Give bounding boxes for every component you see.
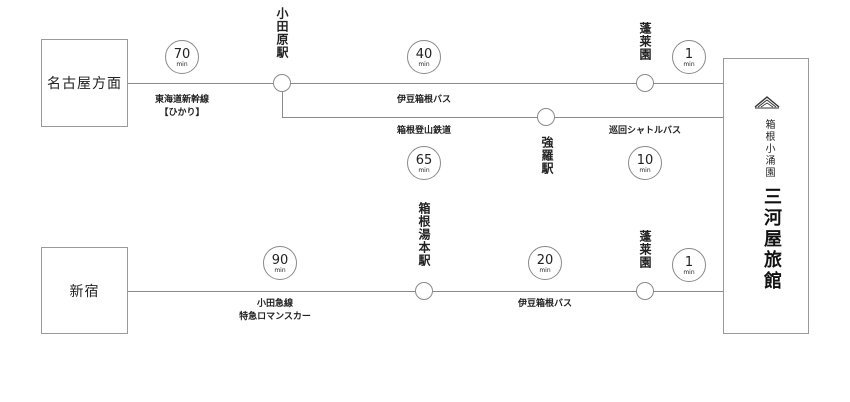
station-label-horaien-bottom: 蓬莱園: [638, 230, 652, 269]
route-label-izu-hakone-bus-top: 伊豆箱根バス: [396, 95, 451, 105]
time-unit: min: [274, 267, 286, 274]
time-unit: min: [176, 61, 188, 68]
station-marker-horaien-top: [636, 74, 654, 92]
ryokan-logo-icon: [754, 96, 780, 109]
route-label-odakyu: 小田急線 特急ロマンスカー: [225, 298, 325, 324]
time-value: 70: [173, 47, 191, 62]
route-label-shuttle-bus: 巡回シャトルバス: [608, 126, 681, 136]
time-value: 1: [684, 255, 694, 270]
time-unit: min: [683, 269, 695, 276]
destination-panel: 箱根小涌園 三河屋旅館: [723, 58, 809, 334]
origin-nagoya: 名古屋方面: [41, 39, 128, 127]
time-value: 20: [536, 253, 554, 268]
route-label-line2: 特急ロマンスカー: [239, 312, 311, 322]
destination-subtitle: 箱根小涌園: [763, 119, 774, 179]
route-label-line1: 東海道新幹線: [154, 95, 209, 105]
destination-name: 三河屋旅館: [761, 187, 782, 292]
route-label-line1: 小田急線: [256, 299, 293, 309]
station-marker-odawara: [273, 74, 291, 92]
time-value: 65: [415, 153, 433, 168]
station-marker-horaien-bottom: [636, 282, 654, 300]
station-label-odawara: 小田原駅: [275, 7, 289, 59]
time-value: 40: [415, 47, 433, 62]
time-unit: min: [683, 61, 695, 68]
route-label-line2: 【ひかり】: [159, 108, 205, 118]
station-label-horaien-top: 蓬莱園: [638, 22, 652, 61]
station-marker-hakone-yumoto: [415, 282, 433, 300]
station-label-gora: 強羅駅: [540, 136, 554, 175]
time-unit: min: [539, 267, 551, 274]
time-unit: min: [418, 61, 430, 68]
time-value: 1: [684, 47, 694, 62]
origin-shinjuku: 新宿: [41, 247, 128, 334]
route-line-top: [128, 83, 723, 84]
station-label-hakone-yumoto: 箱根湯本駅: [417, 202, 431, 267]
route-branch-vertical: [282, 83, 283, 117]
time-unit: min: [639, 167, 651, 174]
station-marker-gora: [537, 108, 555, 126]
time-unit: min: [418, 167, 430, 174]
time-value: 90: [271, 253, 289, 268]
route-label-izu-hakone-bus-bottom: 伊豆箱根バス: [517, 299, 572, 309]
route-label-tokaido: 東海道新幹線 【ひかり】: [150, 94, 214, 120]
time-value: 10: [636, 153, 654, 168]
route-label-hakone-tozan: 箱根登山鉄道: [396, 126, 451, 136]
route-line-middle: [282, 117, 723, 118]
